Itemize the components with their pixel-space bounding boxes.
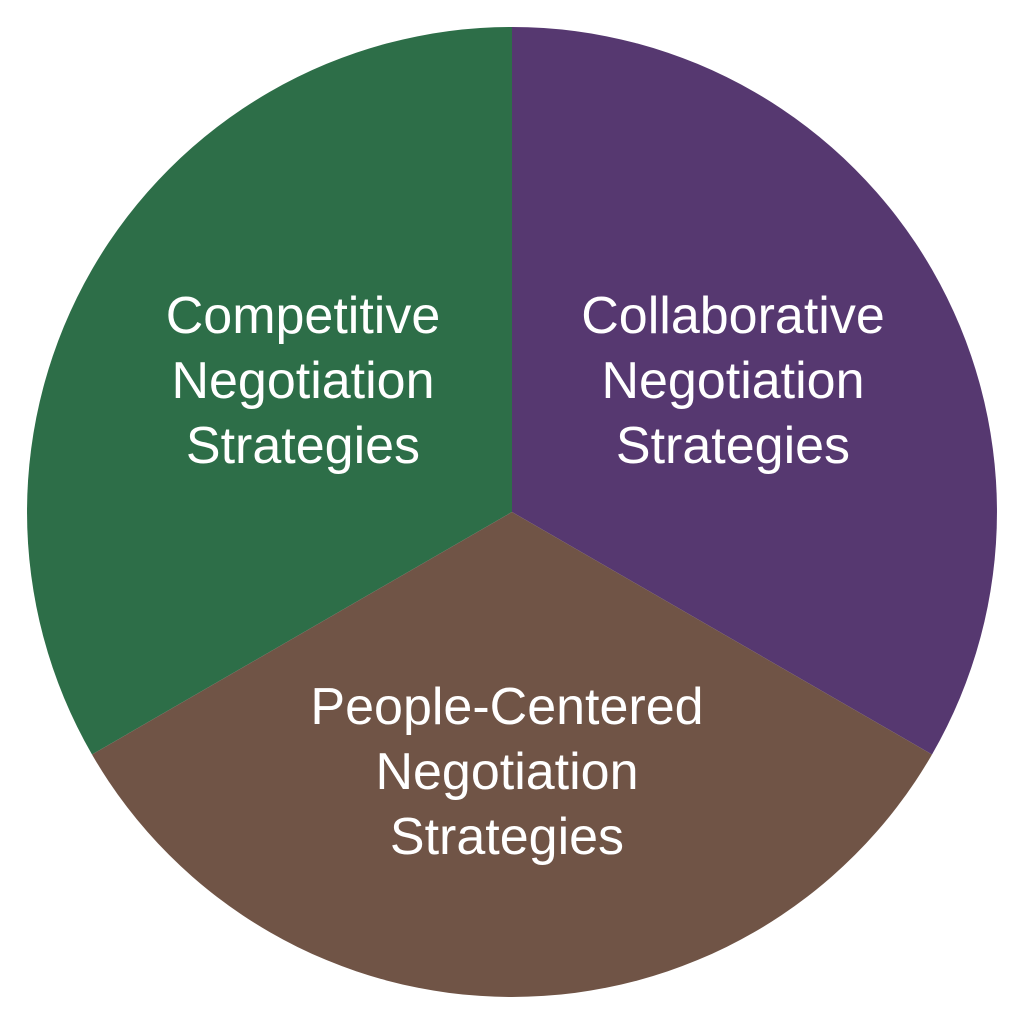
competitive-label-line-2: Negotiation [171, 352, 434, 410]
people-centered-label-line-3: Strategies [390, 808, 624, 866]
people-centered-label-line-1: People-Centered [310, 678, 703, 736]
competitive-label: Competitive Negotiation Strategies [166, 287, 441, 475]
people-centered-segment [92, 512, 932, 997]
competitive-segment [27, 27, 513, 755]
collaborative-label-line-1: Collaborative [581, 287, 885, 345]
people-centered-label: People-Centered Negotiation Strategies [310, 678, 703, 866]
collaborative-segment [512, 27, 997, 755]
collaborative-label-line-3: Strategies [616, 417, 850, 475]
collaborative-label: Collaborative Negotiation Strategies [581, 287, 885, 475]
competitive-label-line-3: Strategies [186, 417, 420, 475]
collaborative-label-line-2: Negotiation [601, 352, 864, 410]
people-centered-label-line-2: Negotiation [375, 743, 638, 801]
competitive-label-line-1: Competitive [166, 287, 441, 345]
